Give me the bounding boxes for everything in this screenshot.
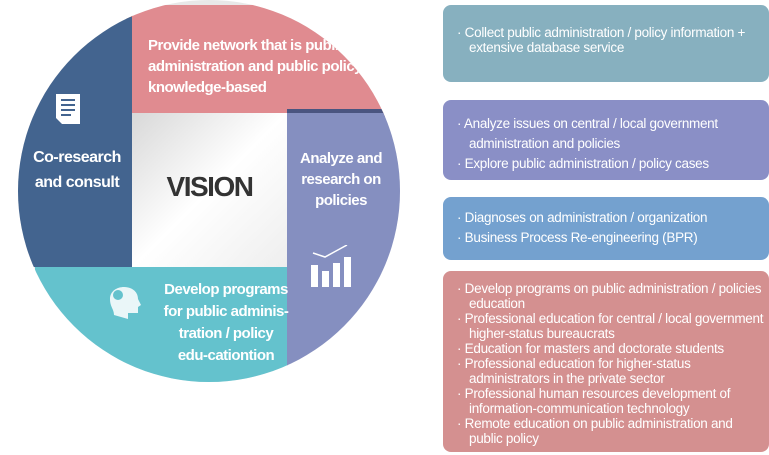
info-item: Remote education on public administratio… (457, 416, 769, 446)
bar-chart-icon (311, 245, 351, 287)
quadrant-network: Provide network that is public administr… (132, 5, 400, 113)
info-item: Develop programs on public administratio… (457, 281, 769, 311)
info-item: Diagnoses on administration / organizati… (457, 208, 769, 228)
info-box-education: Develop programs on public administratio… (443, 271, 769, 452)
info-item: Education for masters and doctorate stud… (457, 341, 769, 356)
quadrant-develop-label: Develop programs for public adminis-trat… (163, 281, 289, 364)
info-item: Business Process Re-engineering (BPR) (457, 228, 769, 248)
quadrant-coresearch: Co-research and consult (18, 17, 132, 267)
head-icon (110, 287, 141, 319)
quadrant-develop: Develop programs for public adminis-trat… (35, 267, 289, 382)
quadrant-analyze-label: Analyze and research on policies (299, 150, 383, 209)
info-box-analysis: Analyze issues on central / local govern… (443, 100, 769, 180)
vision-circle: Provide network that is public administr… (18, 0, 400, 382)
quadrant-coresearch-label: Co-research and consult (33, 149, 121, 191)
info-box-database: Collect public administration / policy i… (443, 5, 769, 82)
document-icon (56, 94, 80, 124)
vision-center: VISION (132, 113, 287, 267)
quadrant-network-label: Provide network that is public administr… (148, 37, 363, 96)
quadrant-analyze: Analyze and research on policies (287, 113, 400, 382)
info-item: Collect public administration / policy i… (457, 25, 769, 55)
info-box-diagnosis: Diagnoses on administration / organizati… (443, 197, 769, 260)
info-item: Professional education for central / loc… (457, 311, 769, 341)
info-item: Professional human resources development… (457, 386, 769, 416)
info-item: Analyze issues on central / local govern… (457, 114, 769, 154)
vision-title: VISION (166, 171, 254, 202)
info-item: Professional education for higher-status… (457, 356, 769, 386)
info-item: Explore public administration / policy c… (457, 154, 769, 174)
